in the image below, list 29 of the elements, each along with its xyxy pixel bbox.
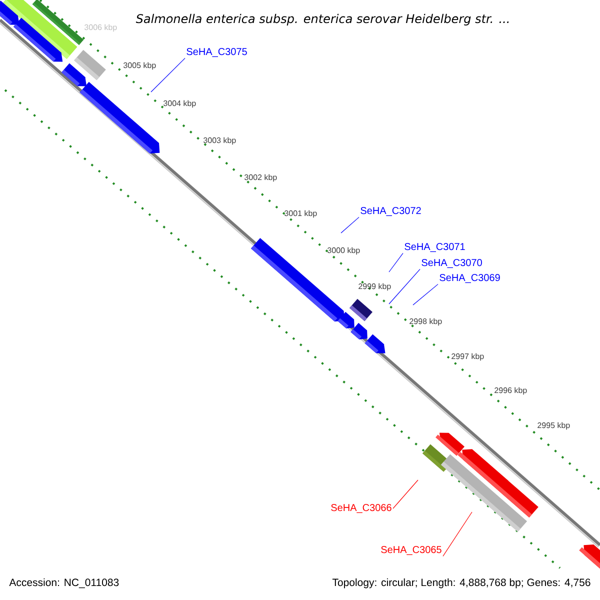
- tick-label: 2996 kbp: [494, 387, 527, 395]
- tick-label: 3000 kbp: [328, 247, 360, 255]
- accession-text: Accession: NC_011083: [9, 578, 119, 588]
- leader-line: [388, 252, 404, 272]
- gene-label: SeHA_C3075: [186, 48, 247, 57]
- leader-line: [388, 268, 420, 304]
- tick-label: 2995 kbp: [538, 422, 570, 430]
- gene-label: SeHA_C3065: [381, 546, 442, 555]
- tick-label: 3002 kbp: [244, 174, 277, 182]
- tick-label: 2997 kbp: [452, 353, 484, 361]
- leader-line: [392, 480, 418, 509]
- tick-label: 3006 kbp: [84, 24, 117, 32]
- leader-line: [340, 216, 360, 234]
- leader-line: [412, 284, 438, 306]
- gene-label: SeHA_C3069: [440, 274, 500, 283]
- gene-label: SeHA_C3072: [360, 207, 421, 216]
- tick-label: 2998 kbp: [410, 318, 442, 326]
- leader-line: [150, 58, 186, 92]
- gene-label: SeHA_C3070: [422, 259, 482, 268]
- tick-label: 3005 kbp: [124, 62, 156, 70]
- tick-label: 3003 kbp: [204, 137, 236, 145]
- genome-info-text: Topology: circular; Length: 4,888,768 bp; Genes: 4,756: [332, 578, 590, 588]
- tick-label: 3004 kbp: [164, 100, 196, 108]
- title: Salmonella enterica subsp. enterica serovar Heidelberg str. ...: [136, 14, 509, 26]
- gene-label: SeHA_C3066: [331, 504, 392, 513]
- tick-label: 3001 kbp: [284, 210, 317, 218]
- gene-label: SeHA_C3071: [404, 243, 465, 252]
- tick-label: 2999 kbp: [358, 283, 391, 291]
- leader-line: [442, 512, 472, 556]
